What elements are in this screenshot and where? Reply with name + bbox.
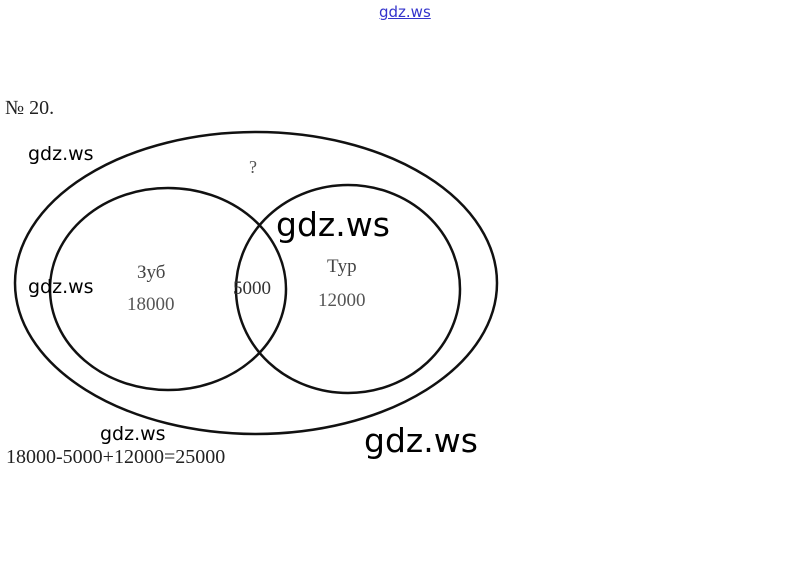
right-set-value: 12000 [318,290,366,311]
left-set-name: Зуб [137,262,166,283]
watermark: gdz.ws [28,143,94,165]
watermark: gdz.ws [276,205,390,244]
left-set-value: 18000 [127,294,175,315]
outer-set-ellipse [13,130,499,436]
problem-number: № 20. [5,97,55,119]
right-set-circle [234,183,462,395]
watermark: gdz.ws [100,423,166,445]
solution-equation: 18000-5000+12000=25000 [6,446,226,468]
outer-set-label: ? [249,157,257,177]
right-set-name: Тур [327,256,357,277]
intersection-value: 5000 [233,278,271,299]
watermark: gdz.ws [364,421,478,460]
header-watermark-link[interactable]: gdz.ws [379,3,431,21]
watermark: gdz.ws [28,276,94,298]
left-set-circle [48,186,288,392]
